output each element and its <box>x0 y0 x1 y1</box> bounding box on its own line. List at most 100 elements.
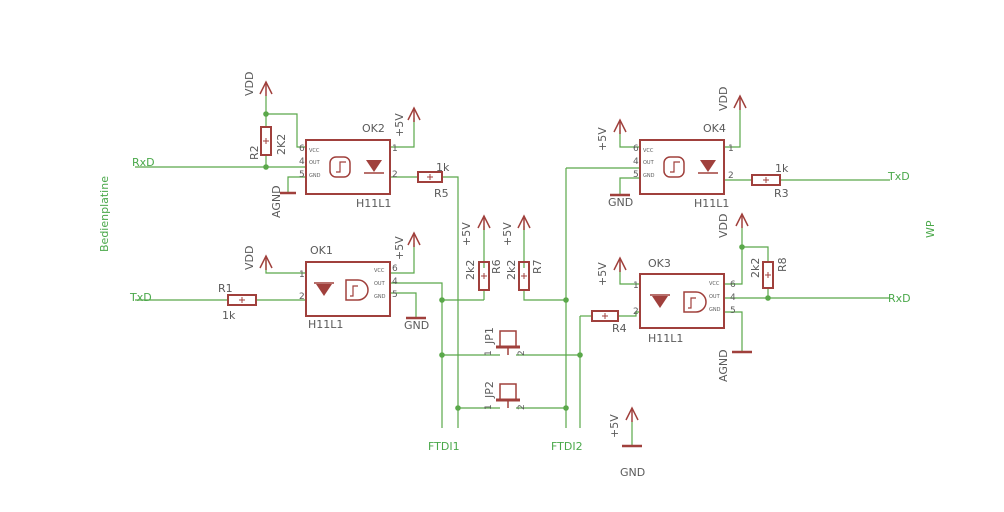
net-label-ftdi2: FTDI2 <box>551 440 583 453</box>
r7-value: 2k2 <box>505 260 518 280</box>
net-label-wp: WP <box>924 220 937 238</box>
pin-number: 5 <box>299 170 305 180</box>
pin-out-text: OUT <box>643 160 655 166</box>
r8-value: 2k2 <box>749 258 762 278</box>
pin-number: 1 <box>633 281 639 291</box>
r1-value: 1k <box>222 309 236 322</box>
r5-name: R5 <box>434 187 449 200</box>
junction-dot <box>563 405 569 411</box>
ok1-name: OK1 <box>310 244 333 257</box>
plus5v-arrow-icon <box>517 214 531 230</box>
vdd-label: VDD <box>243 72 256 96</box>
junction-dot <box>577 352 583 358</box>
pin-number: 4 <box>392 277 398 287</box>
pin-number: 5 <box>392 290 398 300</box>
plus5v-label: +5V <box>501 222 514 246</box>
resistor-r3-body <box>751 174 781 186</box>
plus5v-arrow-icon <box>613 118 627 134</box>
r8-name: R8 <box>776 257 789 272</box>
vdd-arrow-icon <box>733 94 747 110</box>
junction-dot <box>455 405 461 411</box>
pin-number: 6 <box>633 144 639 154</box>
r4-name: R4 <box>612 322 627 335</box>
pin-number: 2 <box>517 404 527 410</box>
vdd-label: VDD <box>717 87 730 111</box>
junction-dot <box>739 244 745 250</box>
pin-gnd-text: GND <box>643 173 655 179</box>
jumper-jp2: JP2 1 2 <box>483 381 527 410</box>
vdd-arrow-icon <box>259 80 273 96</box>
net-label-txd: TxD <box>129 291 152 304</box>
optocoupler-ok1: OK1 H11L1 1 2 6 4 5 VCC OUT GND <box>299 244 398 331</box>
junction-dot <box>263 111 269 117</box>
plus5v-label: +5V <box>596 127 609 151</box>
jp1-name: JP1 <box>483 327 496 345</box>
vdd-arrow-icon <box>259 254 273 270</box>
pin-number: 2 <box>633 307 639 317</box>
junction-dot <box>563 297 569 303</box>
pin-vcc-text: VCC <box>643 148 654 154</box>
junction-dot <box>439 352 445 358</box>
r2-value: 2K2 <box>275 134 288 155</box>
pin-out-text: OUT <box>709 294 721 300</box>
vdd-label: VDD <box>243 246 256 270</box>
resistor-r2-body <box>260 126 272 156</box>
plus5v-label: +5V <box>608 414 621 438</box>
pin-out-text: OUT <box>309 160 321 166</box>
pin-number: 5 <box>730 306 736 316</box>
pin-number: 2 <box>299 292 305 302</box>
pin-gnd-text: GND <box>309 173 321 179</box>
net-label-bedienplatine: Bedienplatine <box>98 176 111 252</box>
junction-dot <box>765 295 771 301</box>
optocoupler-ok4: OK4 H11L1 6 4 5 1 2 VCC OUT GND <box>633 122 734 210</box>
pin-number: 4 <box>633 157 639 167</box>
junction-dot <box>263 164 269 170</box>
net-label-ftdi1: FTDI1 <box>428 440 460 453</box>
pin-number: 2 <box>517 350 527 356</box>
ok3-value: H11L1 <box>648 332 683 345</box>
pin-number: 1 <box>728 144 734 154</box>
plus5v-label: +5V <box>596 262 609 286</box>
pin-number: 6 <box>392 264 398 274</box>
jp2-name: JP2 <box>483 381 496 399</box>
resistor-r1-body <box>227 294 257 306</box>
agnd-label: AGND <box>270 185 283 218</box>
pin-number: 5 <box>633 170 639 180</box>
pin-number: 4 <box>730 293 736 303</box>
resistor-r8-body <box>762 261 774 289</box>
resistor-plus-marks <box>239 138 771 319</box>
pin-vcc-text: VCC <box>374 268 385 274</box>
plus5v-arrow-icon <box>407 231 421 247</box>
plus5v-arrow-icon <box>477 214 491 230</box>
gnd-label: GND <box>404 319 429 332</box>
ok4-value: H11L1 <box>694 197 729 210</box>
optocoupler-ok3: OK3 H11L1 1 2 6 4 5 VCC OUT GND <box>633 257 736 345</box>
resistor-r5-body <box>417 171 443 183</box>
vdd-arrow-icon <box>735 212 749 228</box>
vdd-label: VDD <box>717 214 730 238</box>
pin-gnd-text: GND <box>709 307 721 313</box>
resistor-r6-body <box>478 261 490 291</box>
resistor-r7-body <box>518 261 530 291</box>
ok2-name: OK2 <box>362 122 385 135</box>
r6-name: R6 <box>490 259 503 274</box>
pin-number: 1 <box>299 270 305 280</box>
plus5v-arrow-icon <box>613 256 627 272</box>
jumper-jp1: JP1 1 2 <box>483 327 527 356</box>
gnd-label: GND <box>608 196 633 209</box>
ok4-name: OK4 <box>703 122 726 135</box>
junction-dot <box>439 297 445 303</box>
ok2-value: H11L1 <box>356 197 391 210</box>
r7-name: R7 <box>531 259 544 274</box>
pin-number: 1 <box>484 350 494 356</box>
resistor-r4-body <box>591 310 619 322</box>
agnd-label: AGND <box>717 349 730 382</box>
junctions <box>263 111 771 411</box>
pin-number: 2 <box>392 170 398 180</box>
pin-vcc-text: VCC <box>309 148 320 154</box>
pin-number: 1 <box>484 404 494 410</box>
plus5v-arrow-icon <box>625 406 639 422</box>
gnd-label: GND <box>620 466 645 479</box>
plus5v-label: +5V <box>393 113 406 137</box>
